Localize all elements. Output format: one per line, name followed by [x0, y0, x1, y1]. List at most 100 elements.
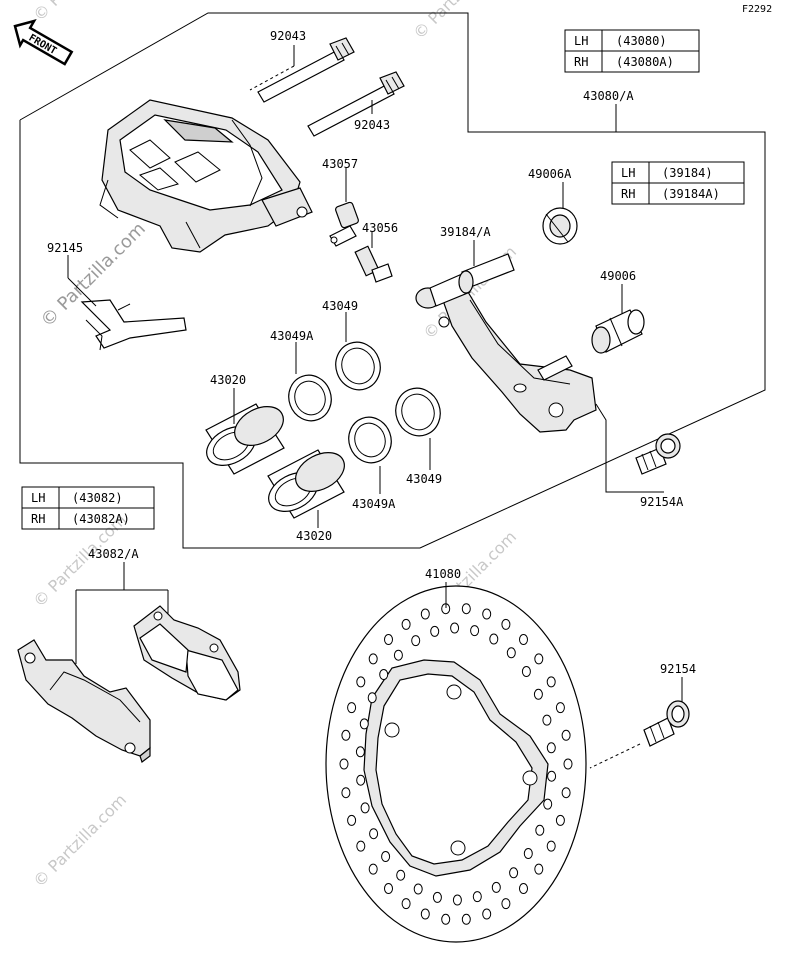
- t43082-r1c1: LH: [31, 491, 45, 505]
- disc-hole: [339, 758, 349, 770]
- label-92154: 92154: [660, 662, 696, 676]
- disc-hole: [501, 898, 511, 910]
- disc-hole: [546, 676, 556, 688]
- watermark-main: © Partzilla.com: [37, 218, 150, 331]
- disc-hole: [523, 848, 533, 859]
- label-43020-b: 43020: [296, 529, 332, 543]
- holder-pin: [537, 355, 573, 381]
- disc-hole: [482, 608, 492, 620]
- label-39184A: 39184/A: [440, 225, 491, 239]
- seal-43049A-a: [288, 374, 332, 422]
- brake-pad-rear: [133, 605, 241, 701]
- table-43080: LH (43080) RH (43080A): [564, 29, 700, 73]
- disc-hole: [543, 798, 553, 810]
- disc-hole: [501, 618, 511, 630]
- disc-hole: [461, 603, 471, 615]
- label-43049-b: 43049: [406, 472, 442, 486]
- disc-hole: [384, 634, 393, 645]
- label-43080A: 43080/A: [583, 89, 634, 103]
- t43082-r2c2: (43082A): [72, 512, 130, 526]
- table-43082: LH (43082) RH (43082A): [21, 486, 155, 530]
- pin-39184: [415, 253, 515, 309]
- disc-hole: [341, 729, 351, 741]
- disc-hole: [368, 653, 378, 665]
- disc-hole: [401, 618, 411, 630]
- disc-hole: [368, 863, 378, 875]
- disc-hole: [533, 688, 543, 700]
- t43082-r2c1: RH: [31, 512, 45, 526]
- disc-hole: [563, 758, 573, 770]
- disc-hole: [356, 676, 366, 688]
- disc-hole: [413, 883, 423, 895]
- disc-hole: [561, 729, 571, 741]
- disc-hole: [384, 883, 393, 894]
- disc-hole: [546, 840, 556, 852]
- disc-hole: [369, 828, 379, 840]
- disc-hole: [482, 908, 492, 920]
- seal-43049-a: [335, 341, 381, 391]
- label-92154A: 92154A: [640, 495, 684, 509]
- disc-hole: [355, 746, 365, 758]
- pin-92043-a: [257, 37, 355, 103]
- figure-code: F2292: [742, 4, 772, 15]
- boot-49006: [591, 309, 645, 354]
- disc-hole: [379, 669, 389, 680]
- label-92145: 92145: [47, 241, 83, 255]
- seal-43049A-b: [348, 416, 392, 464]
- piston-43020-a: [205, 403, 285, 475]
- disc-hole: [367, 692, 377, 704]
- disc-hole: [547, 770, 557, 782]
- t43080-r1c1: LH: [574, 34, 588, 48]
- disc-hole: [411, 635, 421, 647]
- disc-hole: [347, 702, 357, 714]
- label-49006: 49006: [600, 269, 636, 283]
- label-43049A-a: 43049A: [270, 329, 314, 343]
- caliper-holder: [438, 281, 597, 433]
- label-43049-a: 43049: [322, 299, 358, 313]
- disc-hole: [489, 633, 499, 645]
- disc-hole: [561, 787, 571, 799]
- label-92043-b: 92043: [354, 118, 390, 132]
- disc-hole: [534, 653, 544, 665]
- disc-hole: [356, 840, 366, 852]
- part-labels: 92043 92043 43057 43056 92145 43049 4304…: [47, 29, 696, 676]
- t43080-r1c2: (43080): [616, 34, 667, 48]
- disc-hole: [491, 881, 501, 893]
- label-43057: 43057: [322, 157, 358, 171]
- label-41080: 41080: [425, 567, 461, 581]
- disc-hole: [341, 787, 351, 799]
- bolt-92154: [643, 700, 690, 747]
- disc-hole: [393, 649, 403, 661]
- disc-hole: [396, 869, 406, 881]
- disc-hole: [546, 742, 556, 754]
- disc-hole: [359, 718, 369, 730]
- label-43049A-b: 43049A: [352, 497, 396, 511]
- disc-hole: [509, 867, 519, 879]
- label-49006A: 49006A: [528, 167, 572, 181]
- bolt-92154A: [635, 433, 681, 475]
- t39184-r1c2: (39184): [662, 166, 713, 180]
- disc-hole: [542, 714, 552, 726]
- disc-hole: [535, 824, 545, 836]
- disc-hole: [472, 891, 482, 903]
- disc-hole: [452, 894, 462, 906]
- disc-hole: [470, 625, 480, 637]
- disc-hole: [381, 851, 391, 862]
- disc-hole: [555, 702, 565, 714]
- label-43056: 43056: [362, 221, 398, 235]
- disc-hole: [420, 908, 430, 920]
- disc-hole: [432, 891, 442, 903]
- disc-hole: [534, 863, 544, 875]
- leader-lines: [67, 45, 683, 769]
- disc-hole: [347, 814, 357, 826]
- disc-hole: [430, 625, 440, 637]
- disc-hole: [356, 774, 366, 786]
- seal-43049-b: [395, 387, 441, 437]
- t39184-r1c1: LH: [621, 166, 635, 180]
- disc-hole: [450, 622, 460, 634]
- t43080-r2c2: (43080A): [616, 55, 674, 69]
- disc-hole: [519, 883, 528, 894]
- boot-49006A: [542, 207, 578, 245]
